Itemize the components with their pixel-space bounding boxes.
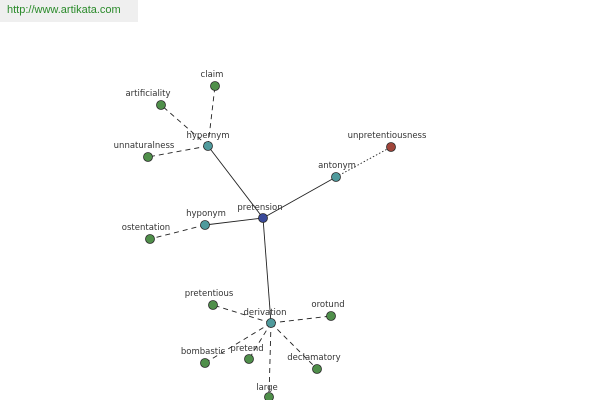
word-node-bombastic[interactable] [200, 358, 210, 368]
word-label-orotund[interactable]: orotund [311, 300, 344, 310]
word-node-claim[interactable] [210, 81, 220, 91]
word-label-ostentation[interactable]: ostentation [122, 223, 170, 233]
relation-node-hypernym[interactable] [203, 141, 213, 151]
url-banner: http://www.artikata.com [0, 0, 138, 22]
edge-derivation-pretentious [212, 304, 272, 324]
edge-derivation-pretend [248, 322, 272, 360]
word-node-unpretentiousness[interactable] [386, 142, 396, 152]
word-label-artificiality[interactable]: artificiality [125, 89, 170, 99]
word-node-ostentation[interactable] [145, 234, 155, 244]
relation-label-derivation[interactable]: derivation [243, 308, 286, 318]
word-label-bombastic[interactable]: bombastic [181, 347, 226, 357]
word-label-declamatory[interactable]: declamatory [287, 353, 340, 363]
edge-center-derivation [262, 217, 272, 324]
relation-label-hypernym[interactable]: hypernym [186, 131, 229, 141]
word-node-large[interactable] [264, 392, 274, 400]
relation-label-hyponym[interactable]: hyponym [186, 209, 226, 219]
edge-hypernym-claim [207, 85, 216, 147]
edge-center-hypernym [207, 145, 264, 219]
word-label-pretend[interactable]: pretend [230, 344, 263, 354]
edge-derivation-orotund [270, 315, 332, 324]
relation-node-hyponym[interactable] [200, 220, 210, 230]
word-label-large[interactable]: large [256, 383, 278, 393]
edge-hyponym-ostentation [149, 224, 206, 240]
relation-node-antonym[interactable] [331, 172, 341, 182]
word-label-claim[interactable]: claim [201, 70, 224, 80]
edge-center-hyponym [204, 217, 264, 226]
word-label-unnaturalness[interactable]: unnaturalness [114, 141, 175, 151]
word-node-declamatory[interactable] [312, 364, 322, 374]
word-label-pretentious[interactable]: pretentious [185, 289, 234, 299]
center-label[interactable]: pretension [237, 203, 282, 213]
relation-label-antonym[interactable]: antonym [318, 161, 356, 171]
url-text[interactable]: http://www.artikata.com [7, 4, 121, 16]
edge-hypernym-artificiality [160, 104, 209, 147]
word-node-pretentious[interactable] [208, 300, 218, 310]
edge-derivation-large [268, 322, 272, 398]
edge-derivation-declamatory [270, 322, 318, 370]
word-node-unnaturalness[interactable] [143, 152, 153, 162]
word-node-pretend[interactable] [244, 354, 254, 364]
edge-hypernym-unnaturalness [147, 145, 209, 158]
word-node-artificiality[interactable] [156, 100, 166, 110]
word-node-orotund[interactable] [326, 311, 336, 321]
edge-derivation-bombastic [204, 322, 272, 364]
relation-node-derivation[interactable] [266, 318, 276, 328]
edge-center-antonym [262, 176, 337, 219]
word-label-unpretentiousness[interactable]: unpretentiousness [348, 131, 427, 141]
center-node-pretension[interactable] [258, 213, 268, 223]
